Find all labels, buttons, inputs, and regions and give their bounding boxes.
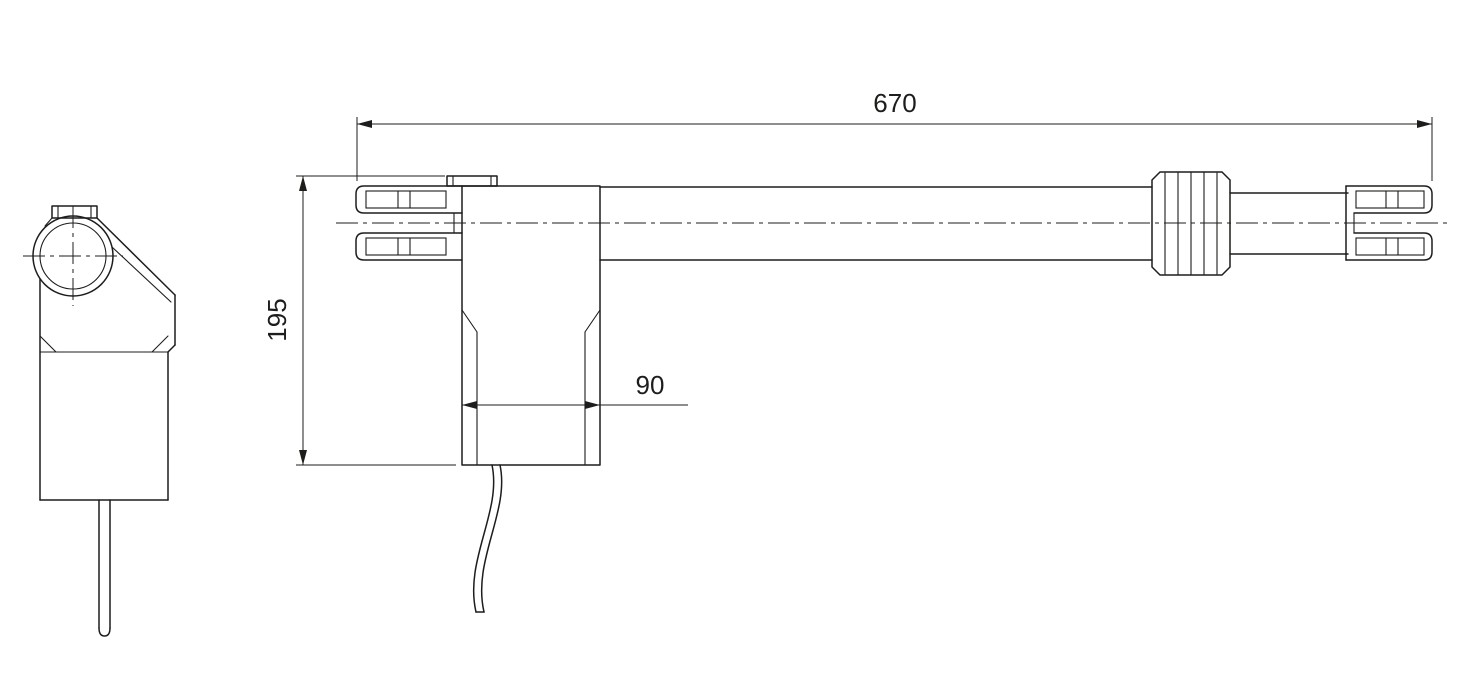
housing-chamfer-right: [584, 309, 601, 333]
arrowhead-right: [585, 401, 600, 409]
clevis-eye-outer-circle: [32, 215, 114, 297]
cable-edge-right: [480, 464, 503, 613]
dim-label-overall-height: 195: [262, 298, 292, 341]
clevis-eye-inner-circle: [39, 222, 107, 290]
collet-nut-outline: [1151, 171, 1231, 276]
rear-clevis: [355, 185, 463, 261]
dim-label-overall-length: 670: [873, 88, 916, 118]
collet-nut: [1151, 171, 1231, 276]
motor-housing: [446, 175, 601, 466]
arrowhead-left: [357, 120, 372, 128]
dim-motor-width: 90: [462, 370, 688, 409]
rear-clevis-top-prong: [355, 185, 463, 214]
end-view-top-tab: [51, 205, 98, 219]
motor-housing-body: [461, 185, 601, 466]
rear-clevis-bottom-slot: [365, 237, 447, 256]
arrowhead-bottom: [299, 450, 307, 465]
front-clevis-top-prong: [1345, 185, 1433, 214]
arrowhead-left: [462, 401, 477, 409]
cable-edge-left: [472, 464, 495, 613]
dim-overall-height: 195: [262, 175, 456, 466]
dim-label-motor-width: 90: [636, 370, 665, 400]
power-cable: [472, 464, 503, 613]
end-view-bracket-inner-edge: [111, 246, 172, 303]
front-clevis-bottom-slot: [1355, 237, 1425, 256]
housing-top-tab: [446, 175, 498, 187]
front-clevis-bottom-prong: [1345, 232, 1433, 261]
front-clevis-top-slot: [1355, 190, 1425, 209]
end-view-corner-chamfer-right: [151, 335, 169, 353]
end-view-corner-chamfer-left: [39, 335, 57, 353]
dimensions: 670 195 90: [262, 88, 1433, 466]
rear-clevis-top-slot: [365, 190, 447, 209]
end-view-bracket-outer-edge: [96, 217, 176, 296]
dim-overall-length: 670: [356, 88, 1433, 181]
front-clevis: [1345, 185, 1433, 261]
end-view-rod: [98, 499, 111, 637]
side-view: [336, 171, 1448, 613]
rod-rounded-tip: [98, 627, 111, 637]
arrowhead-top: [299, 176, 307, 191]
end-view-right-chamfer: [167, 344, 176, 353]
housing-chamfer-left: [461, 309, 478, 333]
outer-tube: [599, 186, 1153, 261]
arrowhead-right: [1417, 120, 1432, 128]
end-view: [23, 205, 176, 637]
piston-rod: [1229, 192, 1349, 255]
end-view-tab-bracket-edge: [44, 217, 53, 227]
rear-clevis-bottom-prong: [355, 232, 463, 261]
